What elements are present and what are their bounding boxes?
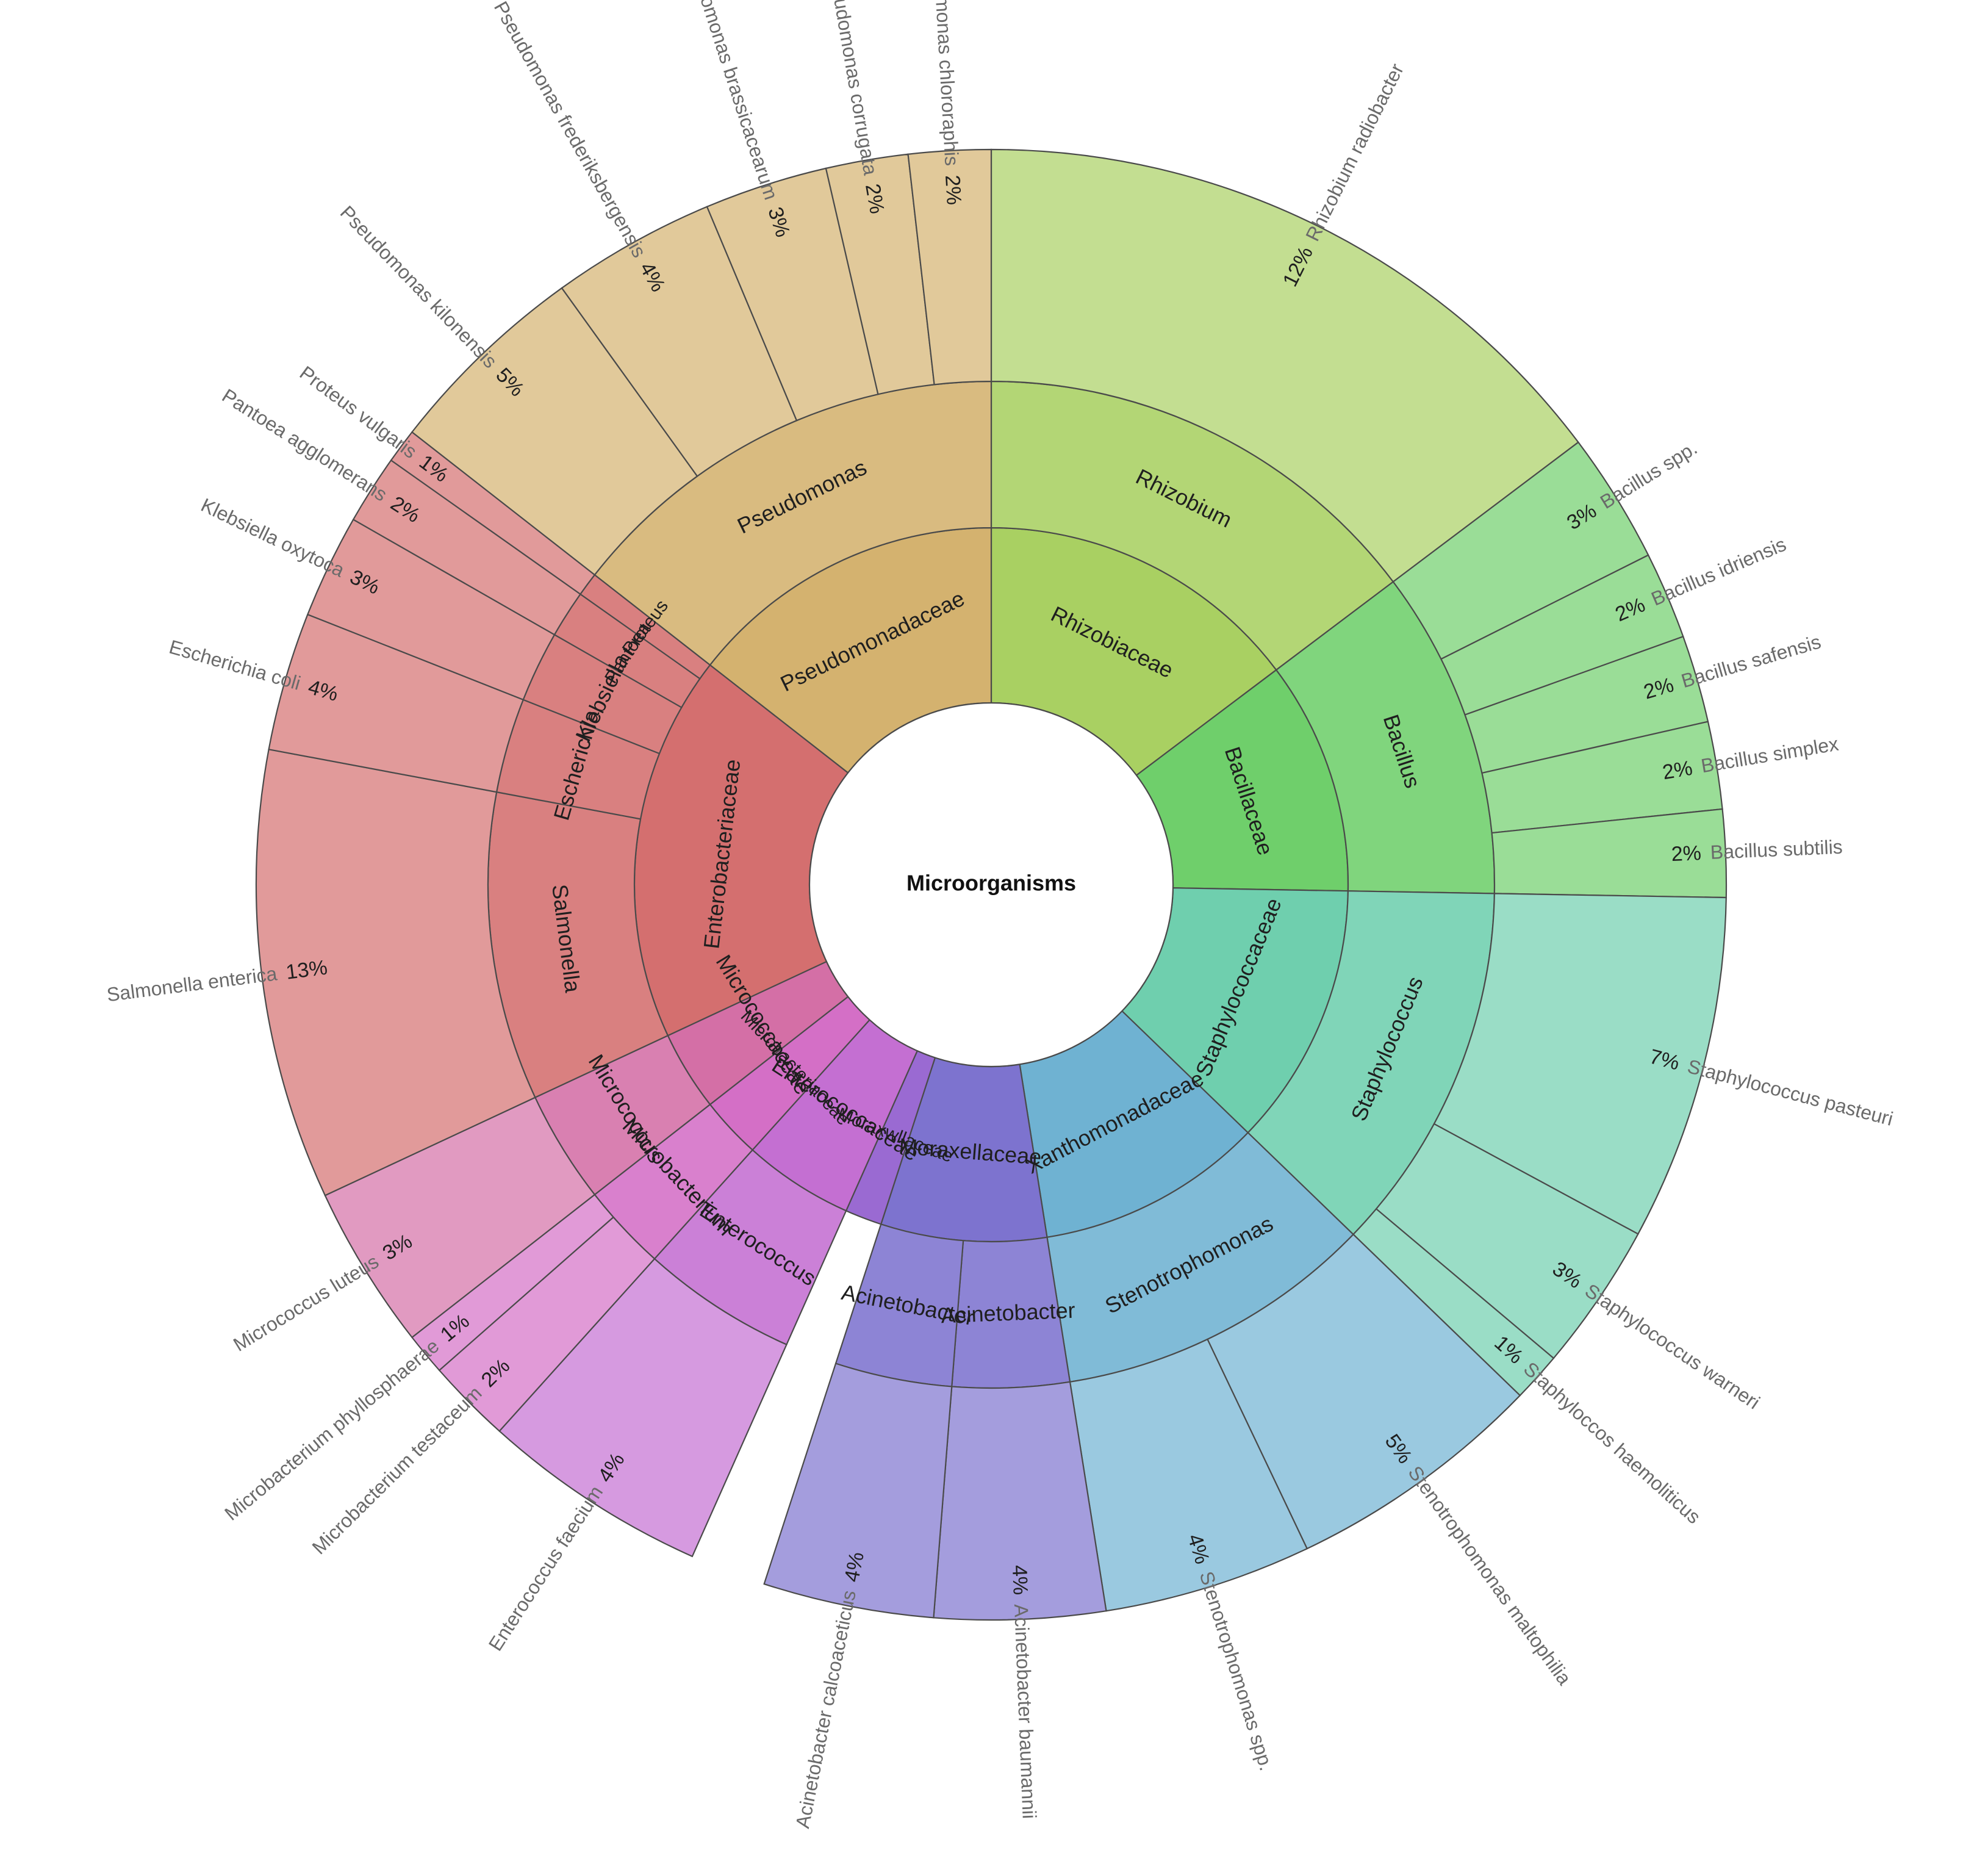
species-label-pseudomonas-brassicacearum: Pseudomonas brassicacearum — [679, 0, 782, 203]
species-percent-pseudomonas-chlororaphis: 2% — [941, 175, 966, 206]
species-label-pseudomonas-chlororaphis: Pseudomonas chlororaphis — [928, 0, 963, 167]
genus-label-acinetobacter: Acinetobacter — [941, 1298, 1076, 1328]
species-percent-acinetobacter-calcoaceticus: 4% — [840, 1550, 869, 1584]
species-percent-bacillus-subtilis: 2% — [1671, 841, 1702, 866]
species-label-bacillus-spp: Bacillus spp. — [1596, 437, 1701, 513]
species-label-staphylococcus-pasteuri: Staphylococcus pasteuri — [1685, 1055, 1896, 1130]
species-label-pseudomonas-frederiksbergensis: Pseudomonas frederiksbergensis — [490, 0, 650, 261]
center-circle — [808, 702, 1174, 1068]
species-label-pseudomonas-corrugata: Pseudomonas corrugata — [824, 0, 882, 177]
species-label-staphyloccos-haemoliticus: Staphyloccos haemoliticus — [1520, 1358, 1705, 1528]
species-label-micrococcus-luteus: Micrococcus luteus — [229, 1250, 382, 1356]
species-label-pantoea-agglomerans: Pantoea agglomerans — [218, 384, 391, 506]
species-label-bacillus-idriensis: Bacillus idriensis — [1648, 533, 1790, 610]
species-ring — [255, 148, 1728, 1621]
species-wedge-pseudomonas-chlororaphis — [907, 148, 992, 386]
species-label-microbacterium-testaceum: Microbacterium testaceum — [307, 1382, 486, 1558]
species-label-stenotrophomonas-maltophilia: Stenotrophomonas maltophilia — [1404, 1462, 1576, 1689]
genus-ring — [487, 380, 1496, 1389]
species-label-pseudomonas-kilonensis: Pseudomonas kilonensis — [336, 201, 501, 372]
species-label-enterococcus-faecium: Enterococcus faecium — [484, 1481, 608, 1655]
species-label-microbacterium-phyllosphaerae: Microbacterium phyllosphaerae — [220, 1334, 443, 1525]
species-percent-pseudomonas-corrugata: 2% — [861, 182, 889, 215]
species-label-acinetobacter-calcoaceticus: Acinetobacter calcoaceticus — [791, 1588, 860, 1830]
center-label: Microorganisms — [906, 871, 1076, 896]
species-percent-bacillus-simplex: 2% — [1661, 757, 1695, 784]
species-wedge-rhizobium-radiobacter — [990, 148, 1579, 583]
species-label-staphylococcus-warneri: Staphylococcus warneri — [1581, 1279, 1764, 1414]
species-wedge-acinetobacter-calcoaceticus — [763, 1362, 953, 1619]
species-label-stenotrophomonas-spp: Stenotrophomonas spp. — [1196, 1569, 1278, 1773]
species-label-bacillus-subtilis: Bacillus subtilis — [1710, 836, 1843, 863]
species-label-rhizobium-radiobacter: Rhizobium radiobacter — [1301, 60, 1408, 245]
species-label-escherichia-coli: Escherichia coli — [167, 636, 303, 694]
species-label-klebsiella-oxytoca: Klebsiella oxytoca — [198, 494, 348, 581]
species-label-bacillus-simplex: Bacillus simplex — [1699, 733, 1840, 777]
species-label-salmonella-enterica: Salmonella enterica — [106, 962, 279, 1006]
family-ring — [633, 527, 1349, 1243]
species-percent-acinetobacter-baumannii: 4% — [1008, 1564, 1032, 1596]
species-percent-salmonella-enterica: 13% — [285, 956, 329, 984]
species-label-acinetobacter-baumannii: Acinetobacter baumannii — [1010, 1603, 1041, 1819]
species-label-bacillus-safensis: Bacillus safensis — [1679, 630, 1823, 692]
